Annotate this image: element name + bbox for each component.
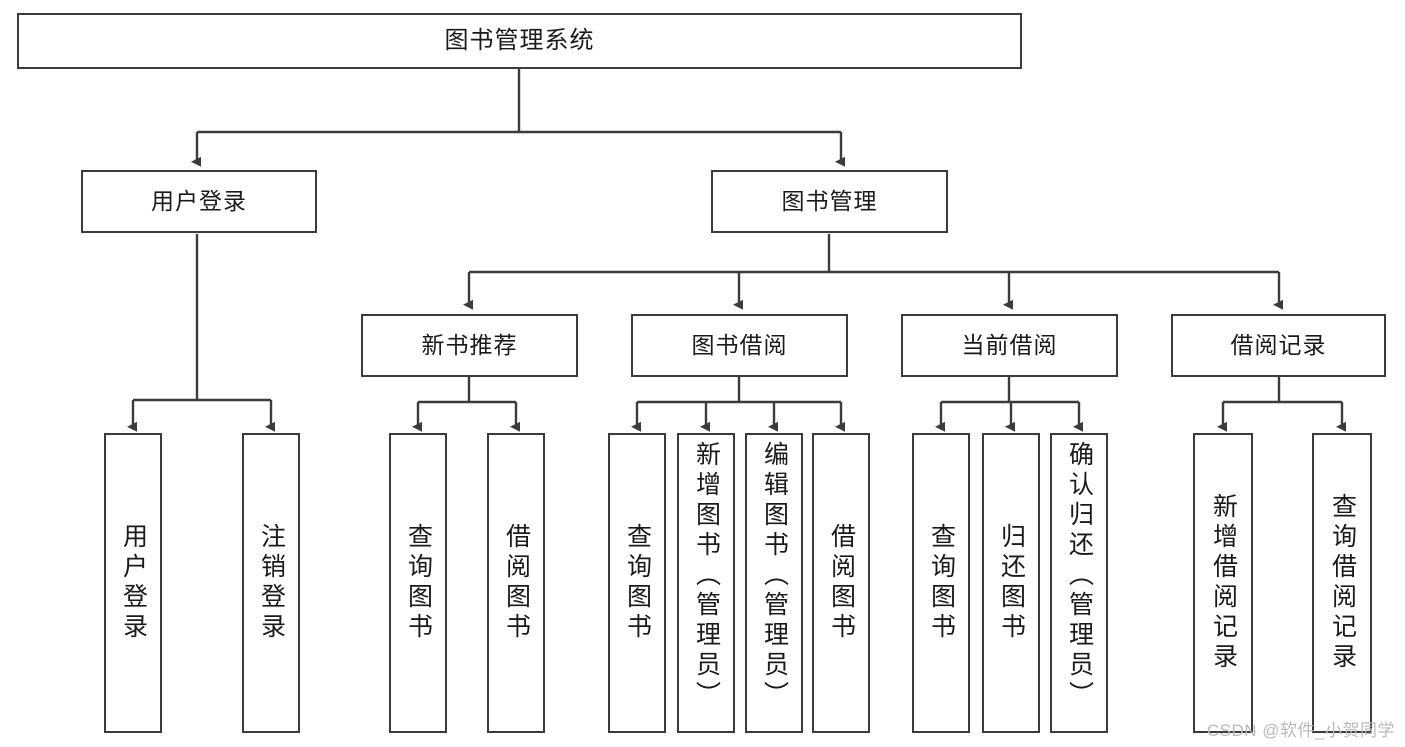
node-label: 图书管理系统 [444,27,595,55]
node-label: 借阅图书 [502,523,531,643]
node-label: 查询图书 [404,523,433,643]
node-label: 新增借阅记录 [1209,493,1238,673]
node-label: 编辑图书（管理员） [760,441,789,711]
node-label: 图书管理 [781,188,878,215]
node-user-login[interactable]: 用户登录 [81,170,317,233]
node-borrow-record[interactable]: 借阅记录 [1171,314,1386,377]
leaf-recommend-query-book[interactable]: 查询图书 [389,433,447,733]
leaf-record-query-record[interactable]: 查询借阅记录 [1312,433,1372,733]
node-label: 归还图书 [997,523,1026,643]
leaf-current-return-book[interactable]: 归还图书 [982,433,1040,733]
leaf-borrow-borrow-book[interactable]: 借阅图书 [812,433,870,733]
leaf-borrow-edit-book-admin[interactable]: 编辑图书（管理员） [745,433,803,733]
node-label: 借阅图书 [827,523,856,643]
node-label: 查询借阅记录 [1328,493,1357,673]
leaf-borrow-query-book[interactable]: 查询图书 [608,433,666,733]
leaf-user-login-logout[interactable]: 注销登录 [242,433,300,733]
node-label: 确认归还（管理员） [1065,441,1094,711]
leaf-current-confirm-return-admin[interactable]: 确认归还（管理员） [1050,433,1108,733]
node-root-system[interactable]: 图书管理系统 [17,13,1022,69]
node-current-borrow[interactable]: 当前借阅 [901,314,1118,377]
node-label: 用户登录 [151,188,247,215]
leaf-user-login-login[interactable]: 用户登录 [104,433,162,733]
node-label: 当前借阅 [961,332,1058,359]
leaf-recommend-borrow-book[interactable]: 借阅图书 [487,433,545,733]
node-book-borrow[interactable]: 图书借阅 [631,314,848,377]
node-label: 图书借阅 [691,332,788,359]
node-label: 注销登录 [257,523,286,643]
node-book-management[interactable]: 图书管理 [711,170,948,233]
node-label: 用户登录 [119,523,148,643]
node-label: 查询图书 [623,523,652,643]
node-label: 借阅记录 [1230,332,1327,359]
leaf-current-query-book[interactable]: 查询图书 [912,433,970,733]
node-label: 新增图书（管理员） [692,441,721,711]
node-label: 新书推荐 [421,332,518,359]
watermark-text: CSDN @软件_小贺同学 [1206,721,1395,740]
leaf-borrow-add-book-admin[interactable]: 新增图书（管理员） [677,433,735,733]
leaf-record-add-record[interactable]: 新增借阅记录 [1193,433,1253,733]
node-new-book-recommend[interactable]: 新书推荐 [361,314,578,377]
node-label: 查询图书 [927,523,956,643]
